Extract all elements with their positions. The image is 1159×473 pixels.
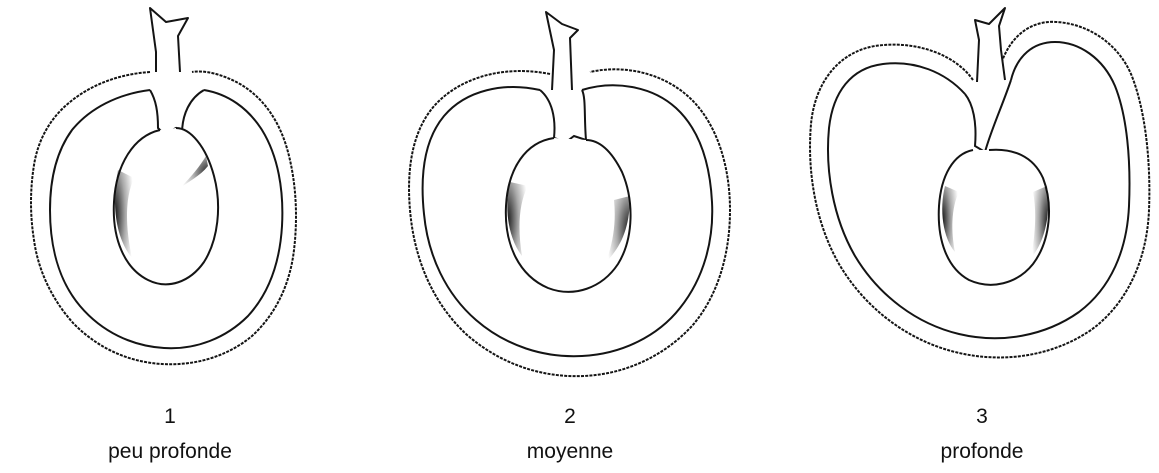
figure-number-3: 3 bbox=[805, 405, 1159, 429]
fruit-section-drawing-2 bbox=[400, 0, 740, 400]
stalk bbox=[150, 8, 188, 72]
figure-number-1: 1 bbox=[0, 405, 340, 429]
figure-number-2: 2 bbox=[400, 405, 740, 429]
fruit-section-drawing-1 bbox=[0, 0, 340, 400]
fruit-section-drawing-3 bbox=[805, 0, 1159, 400]
seed bbox=[506, 138, 631, 292]
figure-panel-2: 2 moyenne bbox=[400, 0, 740, 473]
figure-label-3: profonde bbox=[805, 440, 1159, 464]
figure-panel-1: 1 peu profonde bbox=[0, 0, 340, 473]
figure-label-1: peu profonde bbox=[0, 440, 340, 464]
figure-panel-3: 3 profonde bbox=[805, 0, 1159, 473]
stalk bbox=[975, 8, 1005, 82]
figure-label-2: moyenne bbox=[400, 440, 740, 464]
seed bbox=[939, 150, 1049, 285]
seed bbox=[114, 128, 218, 284]
